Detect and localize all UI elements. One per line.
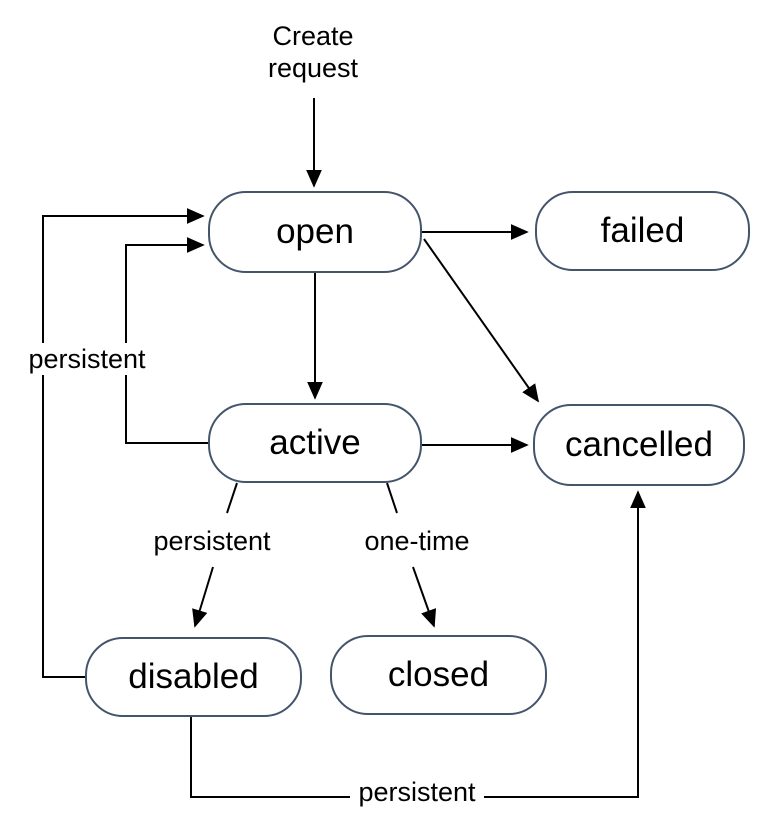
node-failed-label: failed [600,211,685,250]
label-persistent-bottom: persistent [350,776,484,809]
edge-active-to-disabled [192,566,214,628]
node-closed-label: closed [387,655,490,694]
connector-active-to-one-time-label [386,482,398,514]
label-create-request: Create request [253,20,373,85]
label-persistent-left: persistent [20,343,154,376]
label-persistent-active-disabled: persistent [146,525,278,558]
node-closed: closed [330,635,547,715]
label-one-time: one-time [357,525,477,558]
connector-active-to-persistent-label [226,482,238,514]
node-disabled: disabled [85,637,302,717]
edge-open-to-cancelled [423,238,540,403]
node-cancelled: cancelled [533,404,745,486]
node-failed: failed [535,191,750,271]
edge-active-to-closed [412,566,437,628]
node-open: open [208,191,422,273]
node-active: active [208,403,422,483]
node-open-label: open [276,212,354,251]
edge-disabled-to-open [42,208,205,678]
node-cancelled-label: cancelled [565,425,713,464]
node-disabled-label: disabled [128,657,259,696]
node-active-label: active [269,423,361,462]
